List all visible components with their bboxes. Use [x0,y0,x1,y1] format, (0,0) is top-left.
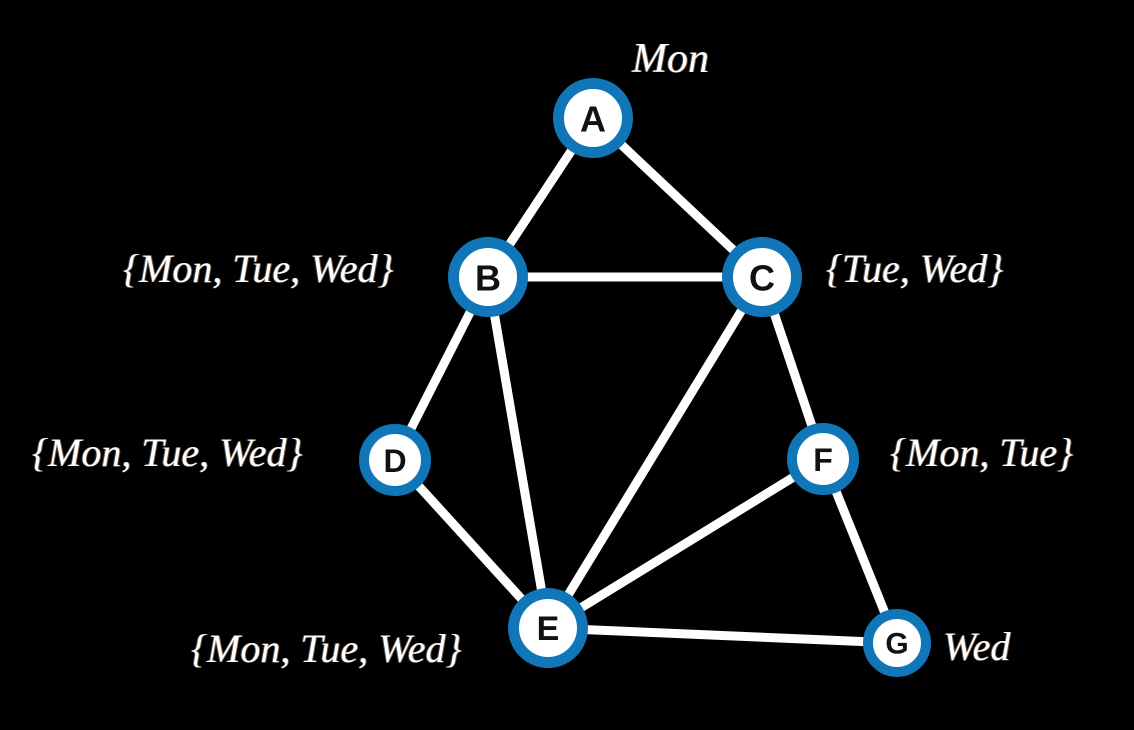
node-circle-c [722,237,802,317]
node-d[interactable]: D [359,424,431,496]
edges-group [390,113,902,648]
edge-e-f [543,454,828,633]
domain-label-c: {Tue, Wed} [826,246,1004,291]
node-circle-g [863,609,931,677]
node-b[interactable]: B [448,237,528,317]
domain-label-d: {Mon, Tue, Wed} [32,430,303,475]
node-letter-b: B [475,258,501,299]
node-circle-a [553,78,633,158]
domain-label-a: Mon [632,36,709,82]
node-letter-d: D [383,443,406,479]
nodes-group: A B C D E F G [359,78,931,677]
domain-label-g: Wed [943,624,1011,669]
node-letter-a: A [580,99,606,140]
edge-b-e [483,272,553,633]
node-c[interactable]: C [722,237,802,317]
node-f[interactable]: F [787,423,859,495]
node-circle-f [787,423,859,495]
node-g[interactable]: G [863,609,931,677]
node-letter-c: C [749,258,775,299]
node-circle-b [448,237,528,317]
node-a[interactable]: A [553,78,633,158]
node-circle-e [508,588,588,668]
node-letter-e: E [537,610,560,648]
domain-label-e: {Mon, Tue, Wed} [191,626,462,671]
node-e[interactable]: E [508,588,588,668]
node-circle-d [359,424,431,496]
node-letter-g: G [885,628,908,661]
domain-label-f: {Mon, Tue} [890,430,1074,475]
node-letter-f: F [813,442,833,478]
edge-e-g [543,623,902,648]
domain-label-b: {Mon, Tue, Wed} [123,246,394,291]
edge-c-e [543,272,767,633]
